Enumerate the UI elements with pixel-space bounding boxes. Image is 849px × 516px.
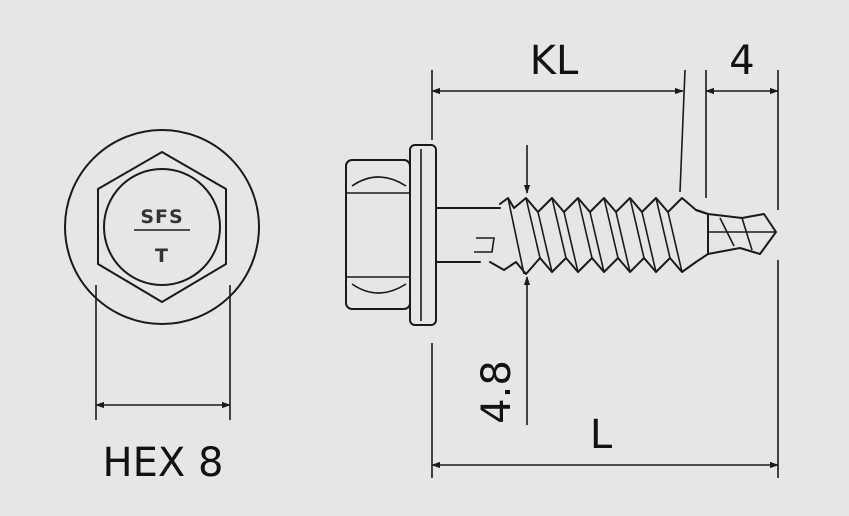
washer-side — [409, 144, 437, 326]
length-label: L — [590, 412, 613, 458]
drill-tip — [695, 209, 777, 255]
hex-outline — [97, 151, 227, 303]
diameter-dimension: 4.8 — [474, 145, 531, 425]
head-top-view: SFS T — [64, 129, 260, 325]
kl-label: KL — [530, 38, 579, 84]
threaded-section — [489, 197, 709, 275]
tip-dimension: 4 — [705, 38, 779, 95]
hex-dimension: HEX 8 — [95, 285, 231, 486]
head-face-circle — [103, 168, 221, 286]
hex-label: HEX 8 — [103, 440, 224, 486]
logo-sfs: SFS — [140, 206, 183, 228]
length-dimension: L — [431, 412, 779, 469]
washer-outline — [64, 129, 260, 325]
logo-t: T — [155, 245, 169, 267]
thread-helix — [507, 197, 683, 275]
kl-dimension: KL — [431, 38, 684, 95]
tip-label: 4 — [729, 38, 754, 84]
screw-side-view — [345, 144, 777, 326]
diameter-label: 4.8 — [474, 360, 520, 424]
